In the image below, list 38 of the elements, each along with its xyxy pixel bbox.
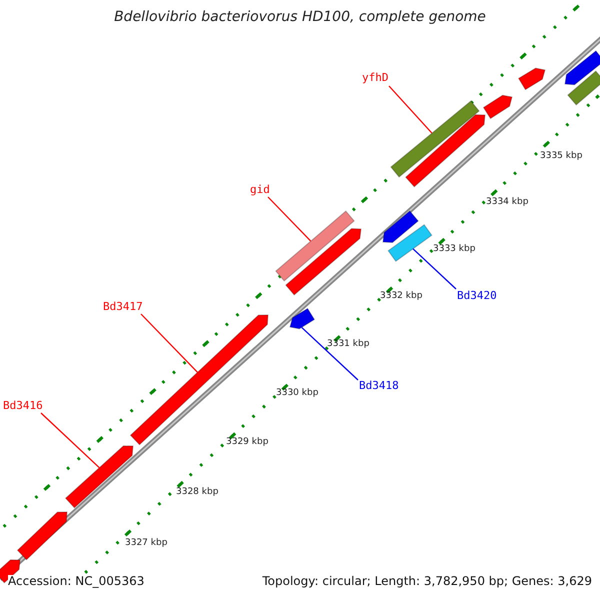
scale-label: 3332 kbp — [380, 292, 422, 301]
gene-label: yfhD — [362, 72, 388, 83]
gene-feature — [388, 224, 432, 262]
gene-feature — [482, 94, 513, 120]
leader-line — [388, 86, 432, 134]
title: Bdellovibrio bacteriovorus HD100, complete genome — [113, 10, 487, 24]
info-text: Topology: circular; Length: 3,782,950 bp; Genes: 3,629 — [262, 575, 592, 587]
scale-label: 3327 kbp — [125, 539, 168, 548]
gene-label: Bd3417 — [103, 301, 143, 312]
scale-label: 3329 kbp — [226, 438, 268, 447]
scale-label: 3333 kbp — [433, 245, 476, 254]
gene-feature — [518, 68, 546, 90]
leader-line — [268, 196, 312, 242]
gene-feature — [285, 228, 362, 296]
gene-feature — [405, 114, 486, 188]
gene-feature — [564, 50, 600, 86]
gene-label: gid — [250, 184, 270, 195]
leader-line — [301, 326, 358, 380]
gene-feature — [64, 445, 134, 508]
gene-feature — [130, 314, 269, 446]
gene-feature — [567, 70, 600, 106]
gene-feature — [390, 100, 480, 178]
gene-label: Bd3416 — [3, 400, 43, 411]
leader-line — [40, 412, 100, 468]
info-text: Accession: NC_005363 — [8, 575, 144, 587]
leader-line — [140, 314, 198, 373]
gene-label: Bd3418 — [359, 380, 399, 391]
scale-label: 3330 kbp — [276, 389, 318, 398]
scale-label: 3331 kbp — [327, 340, 370, 349]
scale-label: 3334 kbp — [486, 198, 528, 207]
scale-label: 3335 kbp — [540, 152, 582, 161]
gene-feature — [275, 210, 355, 282]
gene-feature — [382, 210, 419, 243]
gene-feature — [289, 308, 316, 330]
scale-label: 3328 kbp — [176, 488, 218, 497]
gene-label: Bd3420 — [457, 290, 497, 301]
gene-feature — [16, 512, 68, 560]
leader-line — [412, 248, 456, 290]
